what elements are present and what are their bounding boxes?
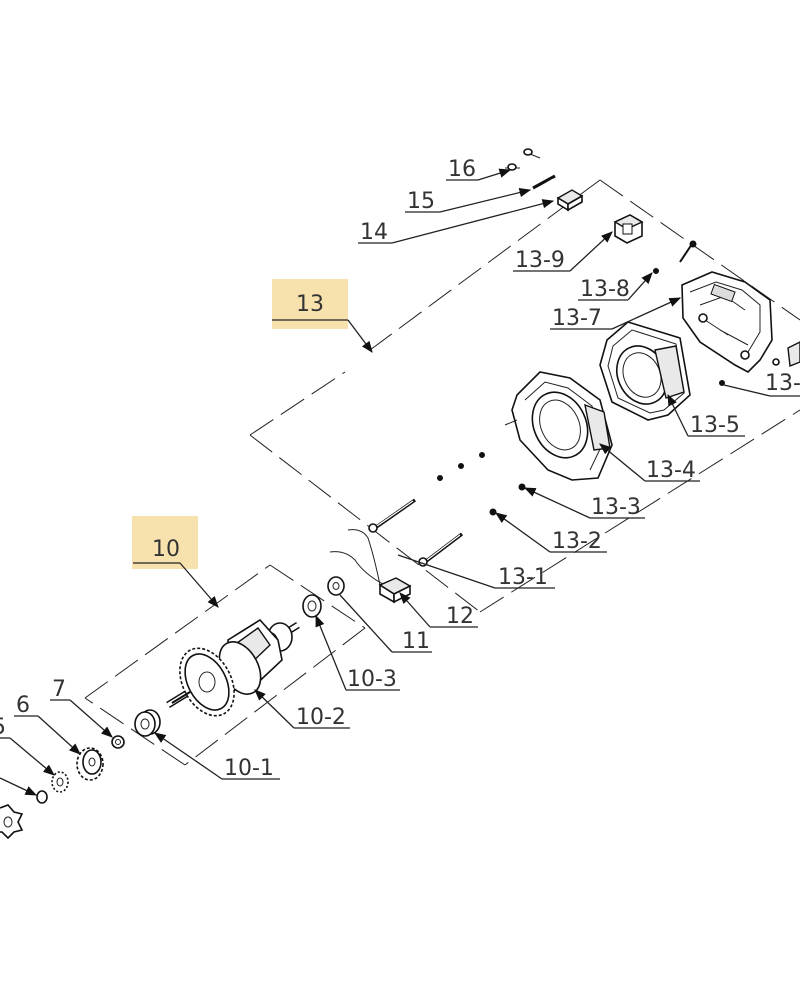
callout-labels: 16 15 14 13-9 13-8 13-7 13- 13 13-5 13-4…: [0, 157, 800, 781]
part-5-pinion: [36, 771, 69, 804]
part-13-6: [719, 341, 800, 386]
axis-dots: [437, 452, 526, 516]
callout-13-7: 13-7: [552, 306, 602, 331]
callout-7: 7: [52, 677, 66, 702]
callout-13-4: 13-4: [646, 458, 696, 483]
callout-10-1: 10-1: [224, 756, 274, 781]
callout-13-9: 13-9: [515, 248, 565, 273]
part-10-3-bearing: [302, 594, 322, 618]
part-13-1-bolts: [368, 498, 464, 567]
callout-13-1: 13-1: [498, 565, 548, 590]
part-13-5-field-housing: [599, 321, 691, 421]
callout-5: 5: [0, 715, 6, 740]
callout-13-6: 13-: [765, 371, 800, 396]
callout-13-5: 13-5: [690, 413, 740, 438]
callout-15: 15: [407, 189, 435, 214]
part-13-7-rear-cover: [681, 271, 773, 373]
callout-10: 10: [152, 537, 180, 562]
callout-10-2: 10-2: [296, 705, 346, 730]
part-7-washer: [111, 735, 125, 749]
highlight-box-13: [272, 279, 348, 329]
callout-10-3: 10-3: [347, 667, 397, 692]
callout-13-2: 13-2: [552, 529, 602, 554]
callout-16: 16: [448, 157, 476, 182]
part-10-1-bearing: [134, 709, 161, 737]
group-10-outline: [84, 564, 366, 766]
callout-11: 11: [402, 629, 430, 654]
part-partial-gear: [0, 804, 24, 840]
part-13-9-bushing: [613, 214, 644, 244]
leader-lines: [0, 168, 800, 796]
part-14-block: [556, 189, 584, 212]
part-13-8-screw: [653, 240, 697, 274]
part-11-washer: [327, 576, 345, 596]
part-16-screw: [505, 148, 541, 171]
part-15-pin: [532, 174, 556, 191]
callout-13-8: 13-8: [580, 277, 630, 302]
highlight-box-10: [132, 516, 198, 569]
part-10-2-armature: [166, 618, 300, 717]
callout-12: 12: [446, 604, 474, 629]
callout-14: 14: [360, 220, 388, 245]
callout-6: 6: [16, 693, 30, 718]
part-6-gear: [76, 747, 104, 781]
callout-13-3: 13-3: [591, 495, 641, 520]
part-13-4-motor-housing: [504, 371, 613, 481]
callout-13: 13: [296, 292, 324, 317]
